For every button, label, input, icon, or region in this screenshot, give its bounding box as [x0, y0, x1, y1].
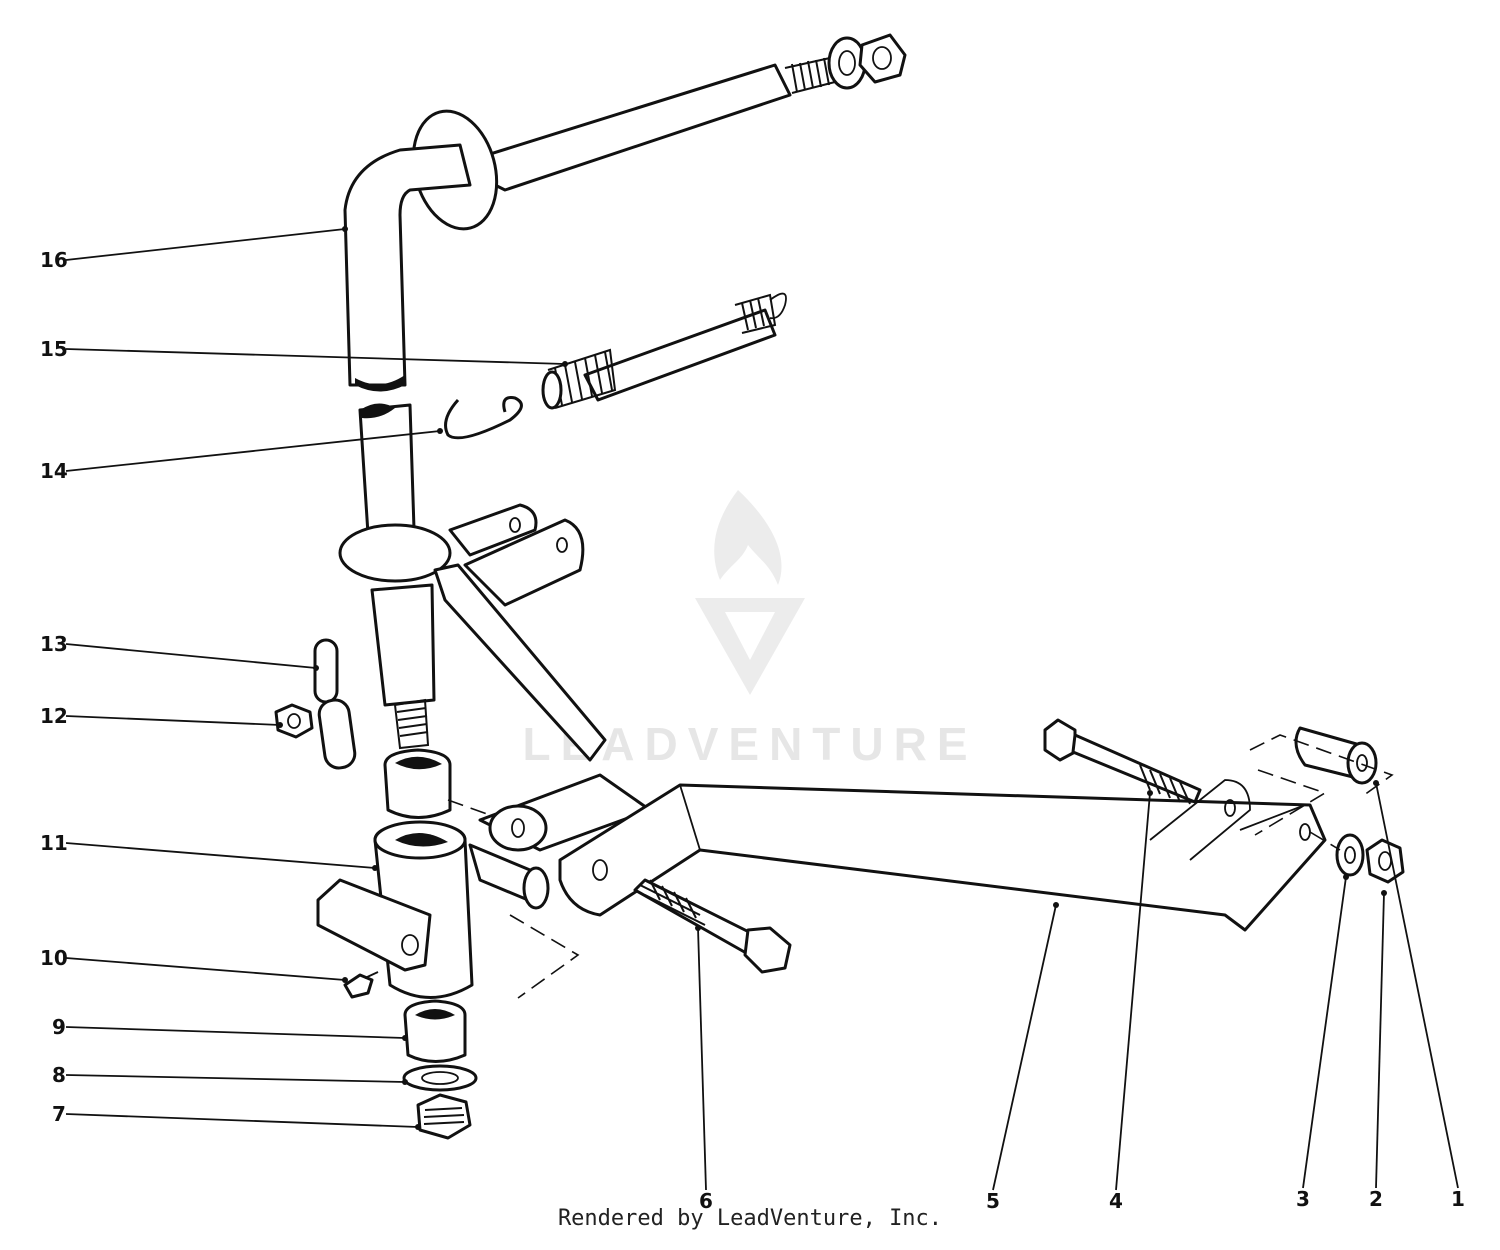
- callout-15: 15: [40, 337, 68, 361]
- bushing-upper[interactable]: [383, 748, 452, 819]
- callout-8: 8: [52, 1063, 66, 1087]
- callout-13: 13: [40, 632, 68, 656]
- callout-16: 16: [40, 248, 68, 272]
- callout-5: 5: [986, 1189, 1000, 1213]
- part-6-bolt[interactable]: [633, 878, 792, 974]
- part-10-grease-fitting[interactable]: [343, 971, 379, 999]
- callout-4: 4: [1109, 1189, 1123, 1213]
- leader-lines: [65, 226, 1459, 1191]
- callout-10: 10: [40, 946, 68, 970]
- part-8-washer[interactable]: [402, 1064, 478, 1092]
- watermark-v-logo-icon: [695, 598, 805, 695]
- part-1-spacer[interactable]: [1294, 726, 1378, 785]
- part-14-hairpin-clip[interactable]: [444, 396, 523, 440]
- footer-credit: Rendered by LeadVenture, Inc.: [557, 1206, 943, 1231]
- part-15-spring[interactable]: [541, 292, 787, 410]
- callout-labels: 16 15 14 13 12 11 10 9 8 7 6 5 4 3 2 1: [40, 248, 1465, 1213]
- part-11-spindle-housing[interactable]: [316, 820, 474, 999]
- callout-14: 14: [40, 459, 68, 483]
- part-3-lock-washer[interactable]: [1335, 833, 1365, 877]
- part-12-nut[interactable]: [274, 703, 314, 739]
- callout-12: 12: [40, 704, 68, 728]
- part-9-bushing[interactable]: [403, 999, 467, 1063]
- callout-3: 3: [1296, 1187, 1310, 1211]
- callout-2: 2: [1369, 1187, 1383, 1211]
- part-16-steering-shaft[interactable]: [338, 33, 907, 750]
- callout-7: 7: [52, 1102, 66, 1126]
- callout-6: 6: [699, 1189, 713, 1213]
- watermark-flame-icon: [714, 490, 782, 585]
- callout-9: 9: [52, 1015, 66, 1039]
- part-2-nut[interactable]: [1365, 838, 1405, 884]
- part-4-bolt[interactable]: [1043, 718, 1202, 805]
- part-13-chain-link[interactable]: [313, 638, 357, 770]
- callout-11: 11: [40, 831, 68, 855]
- part-5-axle-frame[interactable]: [433, 503, 1327, 932]
- callout-1: 1: [1451, 1187, 1465, 1211]
- part-7-nut[interactable]: [416, 1093, 472, 1140]
